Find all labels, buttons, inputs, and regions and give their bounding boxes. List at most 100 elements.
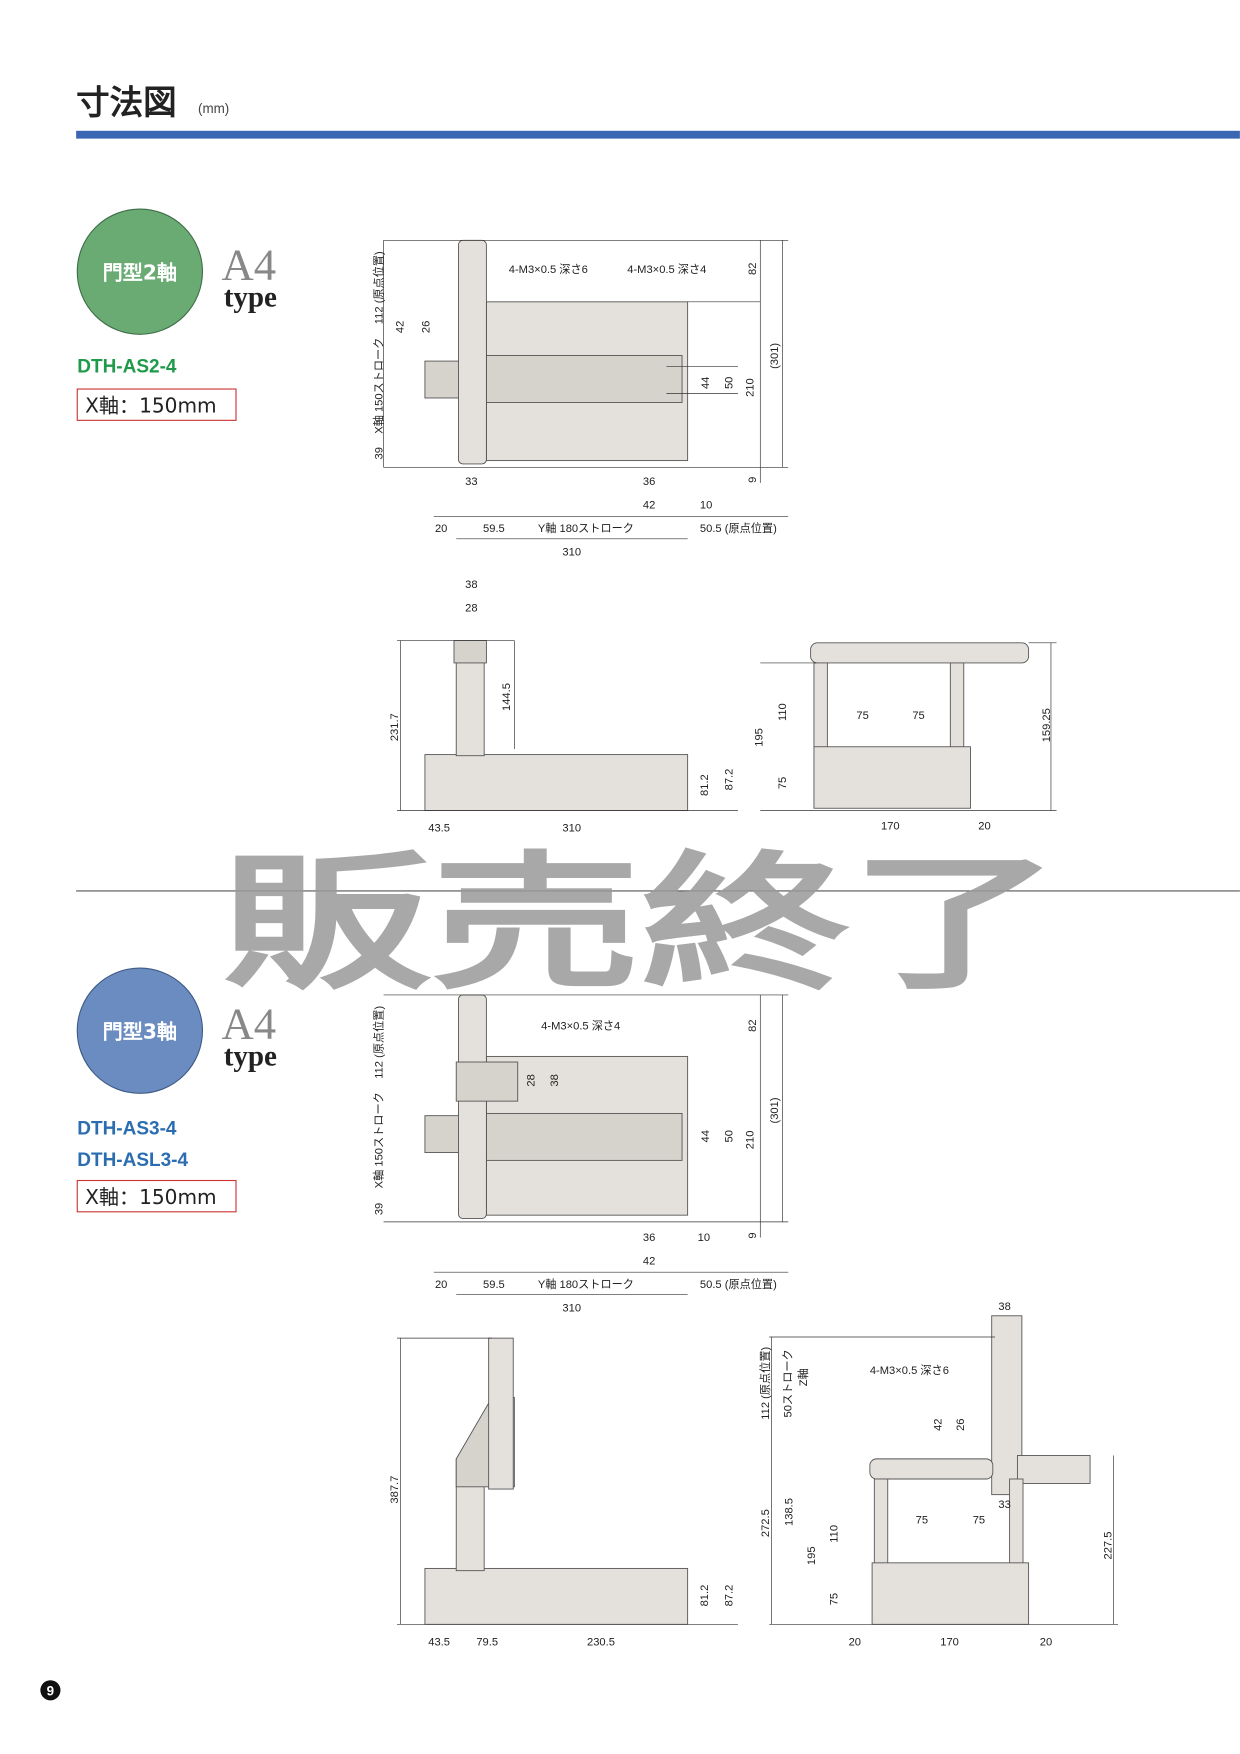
dimension-label: 170 bbox=[881, 820, 900, 832]
page-number: 9 bbox=[47, 1683, 54, 1698]
dimension-label: 87.2 bbox=[723, 1585, 735, 1607]
spec-label: X軸：150mm bbox=[85, 1185, 217, 1209]
badge-label: 門型2軸 bbox=[103, 260, 177, 284]
dimension-label: 42 bbox=[932, 1419, 944, 1431]
dimension-label: (301) bbox=[769, 1097, 781, 1123]
dimension-label: 33 bbox=[465, 476, 477, 488]
dimension-label: 87.2 bbox=[723, 769, 735, 791]
dimension-label: 310 bbox=[562, 1302, 581, 1314]
top-view-drawing-3axis bbox=[383, 994, 789, 1295]
page-number-circle bbox=[40, 1680, 61, 1701]
dimension-label: 9 bbox=[747, 1232, 759, 1238]
dimension-label: 112 (原点位置) bbox=[371, 1006, 385, 1079]
side-view-dimensions-2axis: 38 28 231.7 144.5 81.2 87.2 43.5 310 bbox=[389, 579, 735, 835]
dimension-label: 42 bbox=[643, 500, 655, 512]
dimension-label: 10 bbox=[700, 500, 712, 512]
dimension-label: 50ストローク bbox=[782, 1349, 795, 1417]
dimension-label: 39 bbox=[373, 1203, 385, 1215]
dimension-label: 10 bbox=[698, 1232, 710, 1244]
dimension-label: 36 bbox=[643, 1232, 655, 1244]
dimension-label: 36 bbox=[643, 476, 655, 488]
dimension-label: 20 bbox=[435, 1279, 447, 1291]
dimension-label: 20 bbox=[978, 820, 990, 832]
dimension-label: 75 bbox=[856, 710, 868, 722]
dimension-label: 42 bbox=[643, 1255, 655, 1267]
dimension-label: 159.25 bbox=[1041, 708, 1053, 742]
header-bar bbox=[76, 130, 1240, 139]
dimension-label: 4-M3×0.5 深さ6 bbox=[509, 262, 588, 276]
badge-circle bbox=[76, 967, 204, 1094]
dimension-label: 231.7 bbox=[389, 713, 401, 741]
dimension-label: 20 bbox=[849, 1637, 861, 1649]
dimension-label: 9 bbox=[747, 477, 759, 483]
dimension-label: 272.5 bbox=[760, 1509, 772, 1537]
unit-label: (mm) bbox=[198, 101, 229, 116]
type-big: A4 bbox=[221, 239, 276, 289]
dimension-label: 75 bbox=[777, 777, 789, 789]
spec-label: X軸：150mm bbox=[85, 394, 217, 418]
model-name: DTH-AS3-4 bbox=[77, 1119, 177, 1140]
dimension-label: 43.5 bbox=[428, 1637, 450, 1649]
dimension-label: 110 bbox=[777, 703, 789, 721]
spec-box bbox=[76, 1179, 237, 1213]
dimension-label: 75 bbox=[828, 1593, 840, 1605]
model-name: DTH-ASL3-4 bbox=[77, 1150, 188, 1171]
dimension-label: 310 bbox=[562, 547, 581, 559]
top-view-dimensions-2axis: 4-M3×0.5 深さ6 4-M3×0.5 深さ4 82 (301) 210 5… bbox=[371, 251, 781, 559]
dimension-label: 59.5 bbox=[483, 523, 505, 535]
type-small: type bbox=[224, 1040, 277, 1072]
dimension-label: 75 bbox=[912, 710, 924, 722]
dimension-label: 26 bbox=[420, 321, 432, 333]
dimension-label: 195 bbox=[806, 1546, 818, 1565]
dimension-label: 210 bbox=[745, 378, 757, 397]
dimension-label: 4-M3×0.5 深さ6 bbox=[870, 1363, 949, 1377]
dimension-label: 44 bbox=[700, 377, 712, 389]
top-view-drawing-2axis bbox=[383, 239, 789, 540]
model-name: DTH-AS2-4 bbox=[77, 356, 177, 377]
dimension-label: 50 bbox=[723, 1130, 735, 1142]
dimension-label: 230.5 bbox=[587, 1637, 615, 1649]
dimension-label: 110 bbox=[828, 1525, 840, 1543]
dimension-label: 43.5 bbox=[428, 823, 450, 835]
front-view-dimensions-2axis: 75 75 110 195 75 159.25 170 20 bbox=[754, 703, 1053, 832]
dimension-label: 310 bbox=[562, 823, 581, 835]
dimension-label: 26 bbox=[955, 1419, 967, 1431]
dimension-label: 4-M3×0.5 深さ4 bbox=[627, 262, 706, 276]
type-big: A4 bbox=[221, 999, 276, 1049]
dimension-label: 50 bbox=[723, 377, 735, 389]
dimension-label: 227.5 bbox=[1102, 1532, 1114, 1560]
dimension-label: 20 bbox=[435, 523, 447, 535]
dimension-label: 28 bbox=[525, 1074, 537, 1086]
dimension-label: 81.2 bbox=[699, 1585, 711, 1607]
dimension-label: X軸 150ストローク bbox=[371, 1092, 385, 1188]
dimension-label: 20 bbox=[1040, 1637, 1052, 1649]
spec-box bbox=[76, 388, 237, 421]
dimension-label: 210 bbox=[745, 1131, 757, 1150]
dimension-label: X軸 150ストローク bbox=[371, 338, 385, 434]
dimension-label: Y軸 180ストローク bbox=[538, 1277, 634, 1291]
dimension-label: 387.7 bbox=[389, 1476, 401, 1504]
dimension-label: 44 bbox=[700, 1130, 712, 1142]
dimension-label: 170 bbox=[940, 1637, 959, 1649]
side-view-drawing-2axis bbox=[396, 640, 738, 811]
badge-circle bbox=[76, 208, 204, 335]
page-title: 寸法図 bbox=[76, 83, 177, 122]
dimension-label: 112 (原点位置) bbox=[758, 1347, 772, 1420]
dimension-label: 75 bbox=[916, 1515, 928, 1527]
front-view-drawing-3axis bbox=[769, 1315, 1119, 1625]
dimension-label: 112 (原点位置) bbox=[371, 251, 385, 324]
dimension-label: 39 bbox=[373, 447, 385, 459]
dimension-label: 82 bbox=[747, 263, 759, 275]
dimension-label: Z軸 bbox=[796, 1368, 810, 1386]
dimension-label: 4-M3×0.5 深さ4 bbox=[541, 1019, 620, 1033]
dimension-label: 38 bbox=[465, 579, 477, 591]
top-view-dimensions-3axis: 4-M3×0.5 深さ4 82 (301) 210 50 44 9 28 38 … bbox=[371, 1006, 781, 1315]
dimension-label: 195 bbox=[754, 728, 766, 747]
dimension-label: (301) bbox=[769, 343, 781, 369]
dimension-label: 59.5 bbox=[483, 1279, 505, 1291]
dimension-label: 81.2 bbox=[699, 774, 711, 796]
dimension-label: 50.5 (原点位置) bbox=[700, 521, 777, 535]
dimension-label: 42 bbox=[395, 321, 407, 333]
front-view-drawing-2axis bbox=[760, 642, 1057, 811]
